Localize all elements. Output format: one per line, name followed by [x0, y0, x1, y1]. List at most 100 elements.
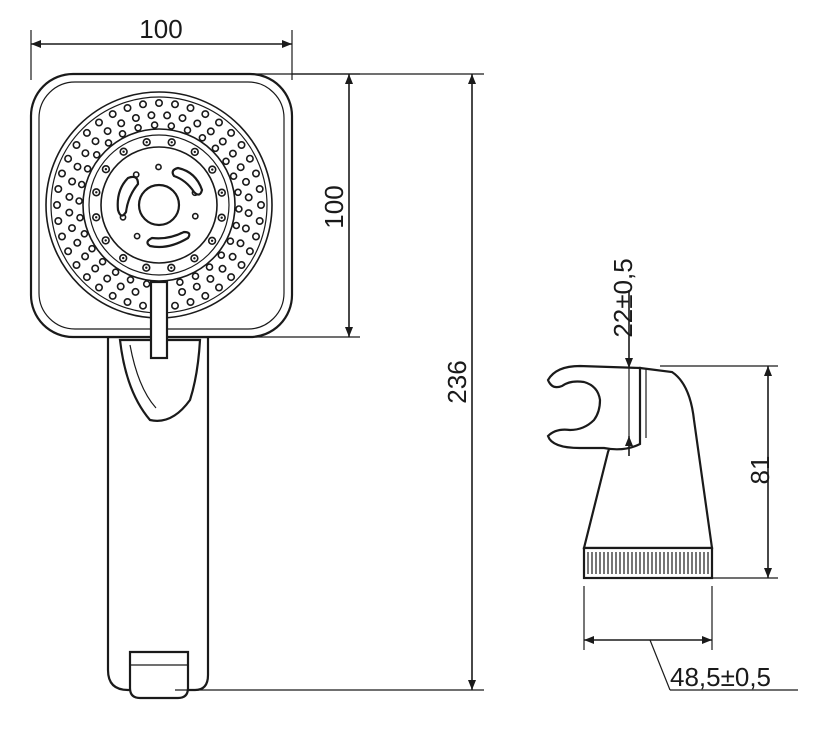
spray-hole: [228, 149, 237, 158]
dimension-holder-base: 48,5±0,5: [583, 586, 798, 692]
spray-hole: [147, 111, 156, 120]
spray-hole: [178, 114, 187, 123]
knurling: [587, 552, 709, 574]
spray-hole: [226, 237, 235, 245]
spray-hole: [68, 177, 77, 186]
spray-hole: [103, 127, 112, 136]
spray-hole: [54, 217, 63, 226]
spray-hole: [235, 205, 243, 213]
spray-hole: [81, 252, 90, 261]
spray-hole-center: [220, 191, 223, 194]
spray-hole-center: [193, 257, 196, 260]
spray-hole: [104, 139, 113, 147]
spray-hole: [237, 141, 246, 150]
spray-hole: [255, 217, 264, 226]
spray-hole: [76, 213, 84, 222]
spray-hole: [205, 263, 214, 271]
spray-hole: [191, 212, 199, 220]
spray-hole: [229, 172, 238, 180]
mode-button: [118, 338, 202, 422]
spray-hole: [116, 282, 125, 291]
spray-hole: [155, 99, 164, 108]
spray-hole: [131, 114, 140, 123]
spray-hole: [139, 301, 148, 310]
center-cap: [137, 183, 181, 227]
spray-hole: [123, 104, 132, 113]
spray-hole: [191, 272, 200, 281]
spray-hole: [82, 128, 91, 137]
spray-hole: [183, 126, 192, 134]
spray-hole: [218, 264, 227, 273]
spray-hole: [206, 274, 215, 283]
spray-hole: [72, 260, 81, 269]
spray-hole-center: [170, 266, 173, 269]
spray-hole: [64, 154, 73, 163]
spray-hole: [103, 274, 112, 283]
spray-hole: [234, 188, 242, 197]
massage-nozzles: [116, 166, 204, 249]
spray-hole: [73, 162, 82, 171]
spray-hole: [245, 154, 254, 163]
spray-hole: [198, 134, 207, 142]
spray-hole-center: [95, 191, 98, 194]
spray-hole-center: [104, 239, 107, 242]
spray-hole: [118, 130, 127, 138]
spray-hole: [222, 157, 230, 166]
spray-hole: [218, 137, 227, 146]
spray-hole: [193, 119, 202, 128]
spray-hole: [81, 149, 90, 158]
spray-hole: [77, 180, 86, 189]
spray-hole: [88, 244, 96, 253]
spray-hole: [95, 283, 104, 292]
spray-hole: [228, 252, 237, 261]
spray-hole: [217, 251, 226, 259]
wall-holder: [546, 364, 714, 580]
hose-connector: [128, 650, 190, 700]
spray-hole-center: [145, 141, 148, 144]
head-height-label: 100: [319, 185, 349, 228]
spray-hole: [245, 247, 254, 256]
spray-hole: [57, 232, 66, 241]
spray-hole: [108, 291, 117, 300]
spray-hole: [72, 141, 81, 150]
spray-hole: [215, 283, 224, 292]
spray-hole: [232, 221, 241, 230]
spray-hole: [150, 121, 159, 129]
spray-hole: [236, 163, 245, 172]
spray-hole: [98, 257, 107, 266]
spray-hole: [95, 118, 104, 127]
spray-hole-center: [211, 168, 214, 171]
dimension-head-width: 100: [30, 14, 293, 80]
dimension-holder-slot: 22±0,5: [608, 258, 638, 456]
shower-head: [29, 72, 294, 700]
holder-slot-label: 22±0,5: [608, 258, 638, 337]
spray-hole: [131, 287, 140, 296]
dimension-holder-height: 81: [660, 365, 778, 579]
spray-hole-center: [145, 266, 148, 269]
spray-hole: [244, 209, 253, 218]
spray-hole: [57, 169, 66, 178]
holder-height-label: 81: [745, 456, 775, 485]
spray-hole-center: [122, 256, 125, 260]
dimension-total-length: 236: [175, 73, 484, 691]
spray-hole: [186, 297, 195, 306]
holder-body: [582, 366, 714, 550]
spray-hole: [167, 122, 176, 130]
spray-hole: [83, 165, 92, 173]
spray-hole-center: [220, 216, 223, 219]
spray-hole-center: [193, 150, 196, 154]
total-length-label: 236: [442, 360, 472, 403]
spray-hole: [111, 268, 120, 277]
spray-hole: [241, 224, 250, 233]
spray-hole: [92, 151, 101, 159]
spray-hole: [252, 169, 261, 178]
holder-base-label: 48,5±0,5: [670, 662, 771, 692]
spray-hole: [82, 273, 91, 282]
spray-hole: [171, 100, 180, 109]
spray-hole-center: [104, 168, 108, 171]
spray-hole: [176, 278, 184, 287]
spray-hole: [178, 287, 187, 296]
spray-hole: [65, 208, 74, 217]
spray-hole: [52, 201, 61, 210]
